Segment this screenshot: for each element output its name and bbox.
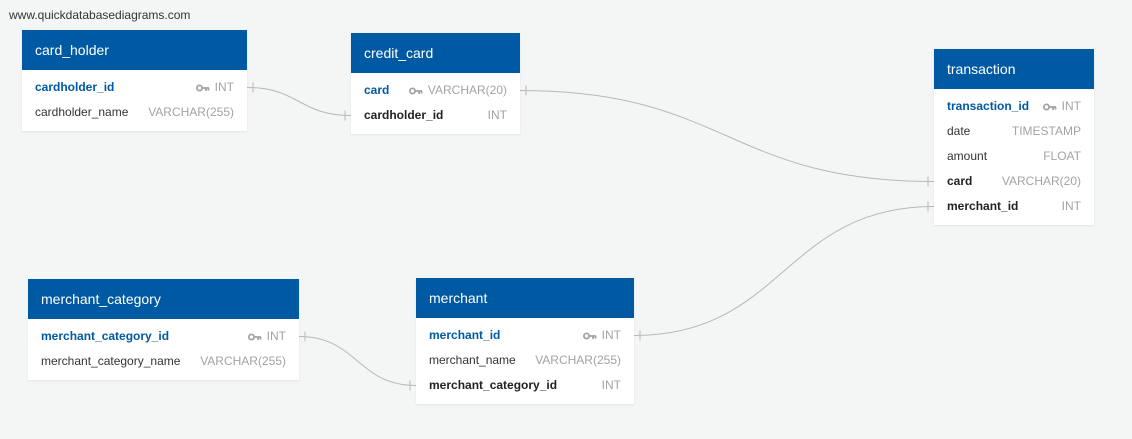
- table-header[interactable]: credit_card: [351, 33, 520, 73]
- field-name: card: [947, 174, 973, 188]
- table-header[interactable]: merchant_category: [28, 279, 299, 319]
- field-name: cardholder_name: [35, 105, 129, 119]
- field-row[interactable]: merchant_name VARCHAR(255): [416, 348, 634, 373]
- field-type-label: VARCHAR(20): [1001, 174, 1081, 188]
- field-type-label: VARCHAR(255): [535, 353, 621, 367]
- table-merchant-category[interactable]: merchant_category merchant_category_id IN…: [28, 279, 299, 380]
- field-list: card VARCHAR(20) cardholder_id INT: [351, 73, 520, 134]
- field-name: merchant_id: [429, 328, 501, 342]
- table-header[interactable]: merchant: [416, 278, 634, 318]
- relationship-line: [519, 90, 935, 182]
- field-type-label: VARCHAR(255): [200, 354, 286, 368]
- field-type: VARCHAR(255): [535, 348, 621, 373]
- table-header[interactable]: transaction: [934, 49, 1094, 89]
- field-name: merchant_name: [429, 353, 516, 367]
- field-type-label: INT: [601, 328, 621, 342]
- field-name: cardholder_id: [364, 108, 444, 122]
- field-type-label: INT: [214, 80, 234, 94]
- field-type: TIMESTAMP: [1012, 119, 1081, 144]
- field-row[interactable]: merchant_id INT: [934, 194, 1094, 219]
- field-name: cardholder_id: [35, 80, 115, 94]
- table-header[interactable]: card_holder: [22, 30, 247, 70]
- relationship-line: [298, 336, 417, 386]
- field-name: merchant_category_id: [41, 329, 170, 343]
- table-credit-card[interactable]: credit_card card VARCHAR(20) cardholder_id…: [351, 33, 520, 134]
- field-row[interactable]: merchant_id INT: [416, 323, 634, 348]
- key-icon: [1042, 103, 1057, 110]
- key-icon: [247, 333, 262, 340]
- field-row[interactable]: date TIMESTAMP: [934, 119, 1094, 144]
- field-row[interactable]: card VARCHAR(20): [351, 78, 520, 103]
- field-type-label: INT: [1061, 99, 1081, 113]
- field-name: merchant_category_name: [41, 354, 181, 368]
- field-type: INT: [247, 324, 286, 349]
- field-name: merchant_category_id: [429, 378, 558, 392]
- field-row[interactable]: cardholder_name VARCHAR(255): [22, 100, 247, 125]
- field-type-label: FLOAT: [1043, 149, 1081, 163]
- key-icon: [408, 87, 423, 94]
- field-list: cardholder_id INT cardholder_name VARCHAR(2…: [22, 70, 247, 131]
- field-name: card: [364, 83, 390, 97]
- field-row[interactable]: cardholder_id INT: [351, 103, 520, 128]
- key-icon: [195, 84, 210, 91]
- watermark: www.quickdatabasediagrams.com: [9, 8, 191, 22]
- field-row[interactable]: amount FLOAT: [934, 144, 1094, 169]
- field-type: VARCHAR(255): [200, 349, 286, 374]
- field-type-label: INT: [601, 378, 621, 392]
- field-row[interactable]: card VARCHAR(20): [934, 169, 1094, 194]
- field-type: INT: [1062, 194, 1081, 219]
- relationship-line: [633, 206, 935, 336]
- field-type: INT: [488, 103, 507, 128]
- field-type: INT: [195, 75, 234, 100]
- relationship-line: [246, 87, 352, 116]
- field-type: VARCHAR(20): [1002, 169, 1081, 194]
- field-type: INT: [1042, 94, 1081, 119]
- field-type: FLOAT: [1043, 144, 1081, 169]
- field-type-label: VARCHAR(255): [148, 105, 234, 119]
- field-row[interactable]: cardholder_id INT: [22, 75, 247, 100]
- field-type: INT: [602, 373, 621, 398]
- field-name: date: [947, 124, 971, 138]
- field-type: VARCHAR(20): [408, 78, 507, 103]
- field-row[interactable]: transaction_id INT: [934, 94, 1094, 119]
- field-row[interactable]: merchant_category_id INT: [28, 324, 299, 349]
- field-row[interactable]: merchant_category_name VARCHAR(255): [28, 349, 299, 374]
- field-type-label: VARCHAR(20): [427, 83, 507, 97]
- field-name: merchant_id: [947, 199, 1019, 213]
- key-icon: [582, 332, 597, 339]
- field-type-label: TIMESTAMP: [1011, 124, 1081, 138]
- field-type-label: INT: [1061, 199, 1081, 213]
- field-type: VARCHAR(255): [148, 100, 234, 125]
- field-type-label: INT: [487, 108, 507, 122]
- field-name: transaction_id: [947, 99, 1030, 113]
- field-type: INT: [582, 323, 621, 348]
- field-type-label: INT: [266, 329, 286, 343]
- table-card-holder[interactable]: card_holder cardholder_id INT cardholder_n…: [22, 30, 247, 131]
- field-name: amount: [947, 149, 988, 163]
- field-row[interactable]: merchant_category_id INT: [416, 373, 634, 398]
